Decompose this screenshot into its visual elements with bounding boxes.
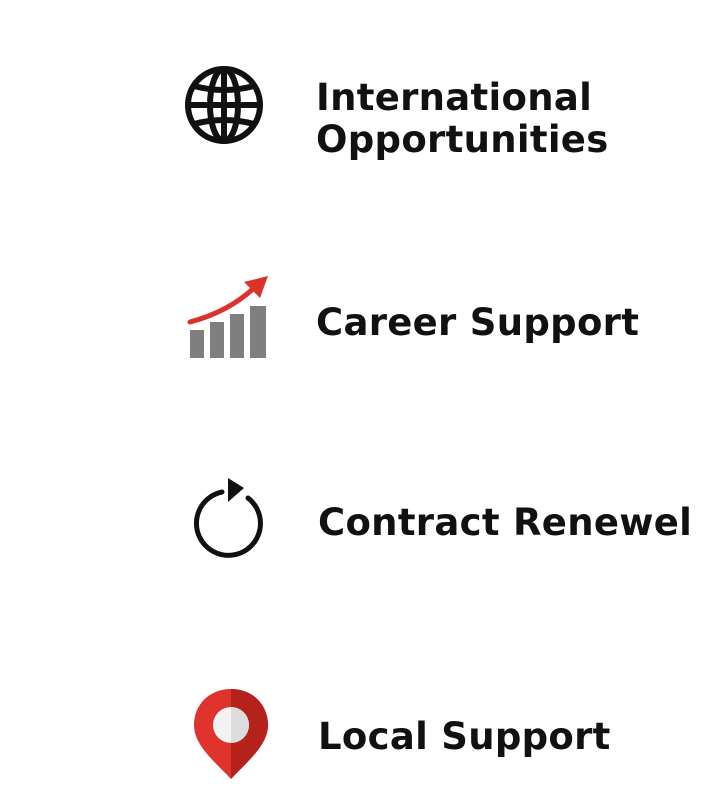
feature-label-local: Local Support (318, 715, 611, 758)
globe-icon (185, 66, 263, 144)
feature-label-international: International Opportunities (316, 77, 609, 161)
refresh-arrow-icon (193, 478, 263, 558)
feature-label-career: Career Support (316, 301, 640, 344)
feature-label-contract: Contract Renewel (318, 501, 693, 544)
feature-international: International Opportunities (0, 60, 725, 170)
feature-contract: Contract Renewel (0, 470, 725, 570)
label-line-2: Opportunities (316, 118, 609, 161)
location-pin-icon (194, 689, 268, 779)
feature-career: Career Support (0, 268, 725, 368)
feature-local: Local Support (0, 685, 725, 785)
growth-chart-icon (187, 276, 268, 358)
label-line-1: International (316, 76, 593, 119)
